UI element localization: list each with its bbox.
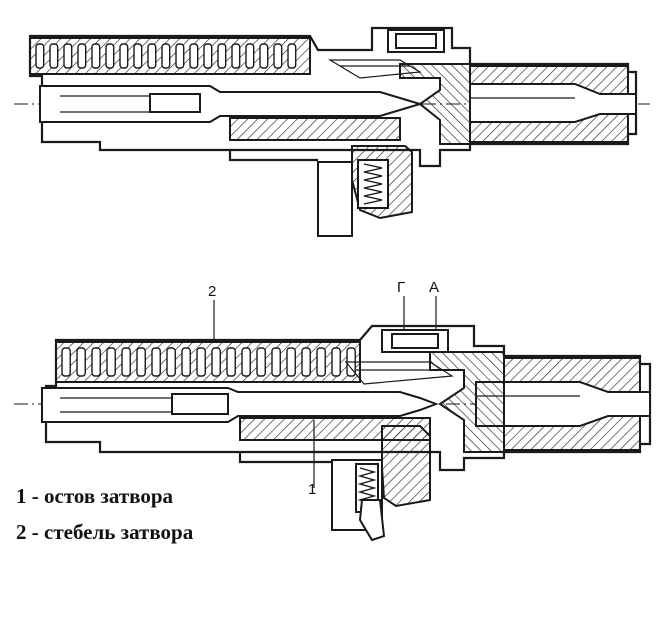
lower-spring-coils xyxy=(61,347,356,377)
label-part-2: 2 xyxy=(208,283,216,300)
upper-spring-coils xyxy=(35,43,297,69)
legend-item-1: 1 - остов затвора xyxy=(16,484,174,508)
upper-small-spring xyxy=(363,163,383,205)
legend-item-2: 2 - стебель затвора xyxy=(16,520,194,544)
label-a: А xyxy=(429,279,439,296)
lower-bolt-section: 2 Г А 1 xyxy=(14,279,652,542)
upper-bolt-section xyxy=(14,26,650,237)
label-part-1: 1 xyxy=(308,481,316,498)
label-g: Г xyxy=(397,279,405,296)
